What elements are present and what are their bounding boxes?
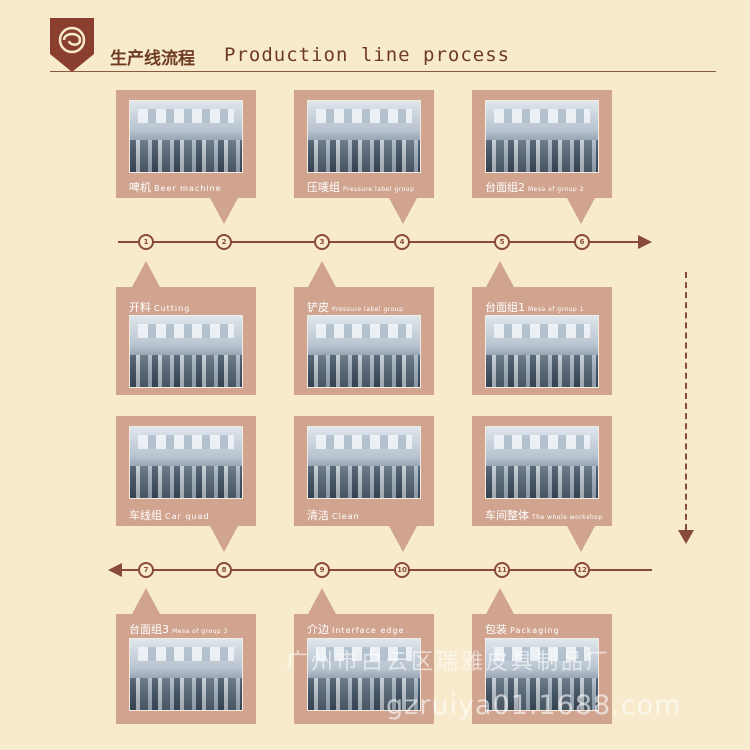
card-pointer [486,588,514,614]
step-label-cn: 开料 [129,301,151,314]
page-title-cn: 生产线流程 [110,49,195,69]
timeline-node: 12 [574,562,590,578]
step-label-cn: 车间整体 [485,509,529,522]
card-pointer [308,261,336,287]
step-label-cn: 台面组2 [485,181,525,194]
card-pointer [132,588,160,614]
step-photo [307,638,421,711]
step-label-en: Packaging [510,626,560,635]
step-label-cn: 啤机 [129,181,151,194]
step-label-en: Pressure label group [332,306,404,313]
card-pointer [567,198,595,224]
card-pointer [132,261,160,287]
flow-connector-dashed [685,272,687,530]
step-photo [129,426,243,499]
step-label-cn: 铲皮 [307,301,329,314]
step-photo [129,100,243,173]
step-label-cn: 清洁 [307,509,329,522]
step-label-en: Beer machine [154,184,222,193]
timeline-node: 11 [494,562,510,578]
timeline-node: 7 [138,562,154,578]
card-pointer [308,588,336,614]
card-pointer [210,198,238,224]
step-photo [307,315,421,388]
step-photo [307,100,421,173]
step-photo [485,426,599,499]
timeline-top-arrow-icon [638,235,652,249]
card-pointer [389,198,417,224]
step-photo [485,315,599,388]
timeline-node: 3 [314,234,330,250]
arrow-down-icon [678,530,694,544]
card-pointer [486,261,514,287]
timeline-bottom-arrow-icon [108,563,122,577]
watermark-url: gzruiya01.1688.com [386,690,682,721]
step-label-cn: 台面组3 [129,623,169,636]
header-divider [50,71,716,72]
timeline-node: 5 [494,234,510,250]
timeline-node: 2 [216,234,232,250]
step-photo [129,638,243,711]
step-photo [307,426,421,499]
step-label-cn: 包装 [485,623,507,636]
timeline-bottom-line [122,569,652,571]
step-label-cn: 压唛组 [307,181,340,194]
step-label-en: Interface edge [332,626,405,635]
timeline-node: 9 [314,562,330,578]
step-label-en: Mesa of group 1 [528,306,584,313]
step-label-en: Mesa of group 3 [172,628,228,635]
step-label-cn: 介边 [307,623,329,636]
step-label-en: Pressure label group [343,186,415,193]
step-label-en: Mesa of group 2 [528,186,584,193]
step-label-cn: 台面组1 [485,301,525,314]
step-photo [485,100,599,173]
timeline-node: 1 [138,234,154,250]
step-label-en: Cutting [154,304,191,313]
card-pointer [567,526,595,552]
timeline-top-line [118,241,638,243]
step-label-en: The whole workshop [532,514,603,521]
page-title-en: Production line process [224,44,511,66]
watermark-company: 广州市白云区瑞雅皮具制品厂 [286,650,612,675]
card-pointer [210,526,238,552]
timeline-node: 4 [394,234,410,250]
timeline-node: 8 [216,562,232,578]
step-photo [485,638,599,711]
card-pointer [389,526,417,552]
step-photo [129,315,243,388]
step-label-en: Car quad [165,512,210,521]
timeline-node: 10 [394,562,410,578]
timeline-node: 6 [574,234,590,250]
swirl-logo-icon [50,18,94,72]
step-label-en: Clean [332,512,360,521]
step-label-cn: 车线组 [129,509,162,522]
